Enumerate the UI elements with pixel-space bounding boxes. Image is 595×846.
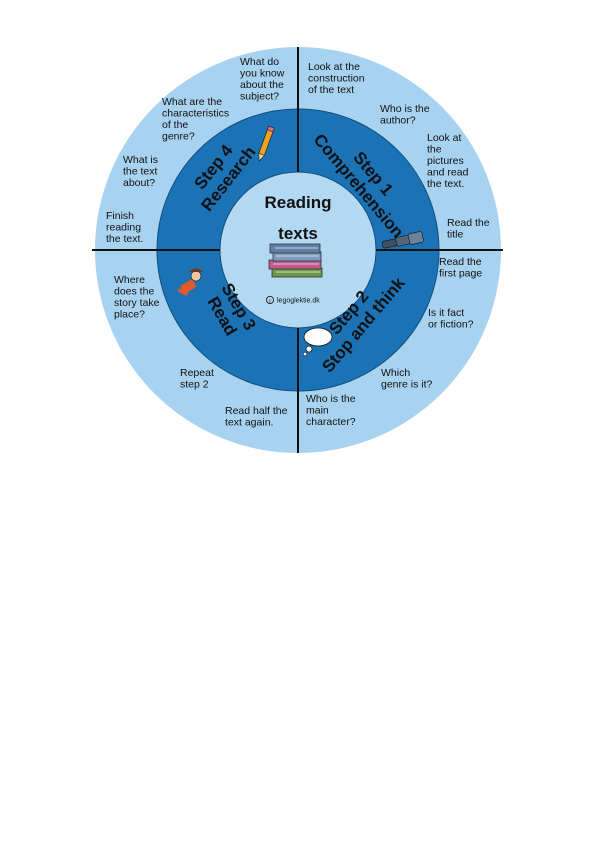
- tip-t5-line: first page: [439, 268, 482, 280]
- tip-t4-line: Read the: [447, 217, 490, 229]
- tip-t1-line: of the text: [308, 84, 354, 96]
- tip-t2-line: author?: [380, 115, 416, 127]
- tip-t11-line: story take: [114, 297, 160, 309]
- copyright-credit: c legoglektie.dk: [265, 295, 320, 305]
- tip-t12-line: Finish: [106, 210, 134, 222]
- tip-t13-line: the text: [123, 166, 158, 178]
- svg-text:c: c: [269, 298, 272, 304]
- tip-t11-line: Where: [114, 274, 145, 286]
- tip-t14-line: What are the: [162, 96, 222, 108]
- title-line1: Reading: [264, 193, 331, 212]
- tip-t2-line: Who is the: [380, 103, 430, 115]
- tip-t9-line: text again.: [225, 417, 273, 429]
- tip-t3-line: and read: [427, 167, 469, 179]
- tip-t8-line: Who is the: [306, 393, 356, 405]
- copyright-icon: [265, 295, 274, 304]
- tip-t6-line: Is it fact: [428, 307, 464, 319]
- credit-text: legoglektie.dk: [277, 298, 320, 305]
- tip-t15-line: What do: [240, 56, 279, 68]
- tip-t14-line: of the: [162, 119, 188, 131]
- tip-t6-line: or fiction?: [428, 319, 474, 331]
- tip-t14-line: genre?: [162, 131, 195, 143]
- tip-t12-line: reading: [106, 222, 141, 234]
- title-line2: texts: [278, 224, 318, 243]
- tip-t5-line: Read the: [439, 256, 482, 268]
- tip-t10-line: Repeat: [180, 367, 214, 379]
- tip-t11-line: place?: [114, 309, 145, 321]
- thought-bubble-icon: [302, 327, 333, 357]
- reading-child-icon: [177, 268, 203, 296]
- tip-t3-line: the: [427, 144, 442, 156]
- tip-t8-line: character?: [306, 416, 356, 428]
- tip-t3-line: pictures: [427, 155, 464, 167]
- telescope-icon: [381, 231, 424, 249]
- tip-t11-line: does the: [114, 286, 154, 298]
- tip-t7-line: Which: [381, 367, 410, 379]
- tip-t13-line: What is: [123, 154, 158, 166]
- tip-t3-line: the text.: [427, 178, 464, 190]
- pencil-icon: [258, 125, 275, 162]
- tip-t8-line: main: [306, 405, 329, 417]
- tip-t13-line: about?: [123, 177, 155, 189]
- tip-t15-line: you know: [240, 68, 285, 80]
- tip-t15-line: about the: [240, 79, 284, 91]
- books-icon: [268, 243, 323, 278]
- tip-t14-line: characteristics: [162, 108, 229, 120]
- tip-t12-line: the text.: [106, 233, 143, 245]
- tip-t7-line: genre is it?: [381, 379, 433, 391]
- tip-t15-line: subject?: [240, 91, 279, 103]
- tip-t3-line: Look at: [427, 132, 462, 144]
- tip-t4-line: title: [447, 229, 464, 241]
- tip-t1-line: Look at the: [308, 61, 360, 73]
- tip-t9-line: Read half the: [225, 405, 288, 417]
- tip-t10-line: step 2: [180, 379, 209, 391]
- tip-t1-line: construction: [308, 73, 365, 85]
